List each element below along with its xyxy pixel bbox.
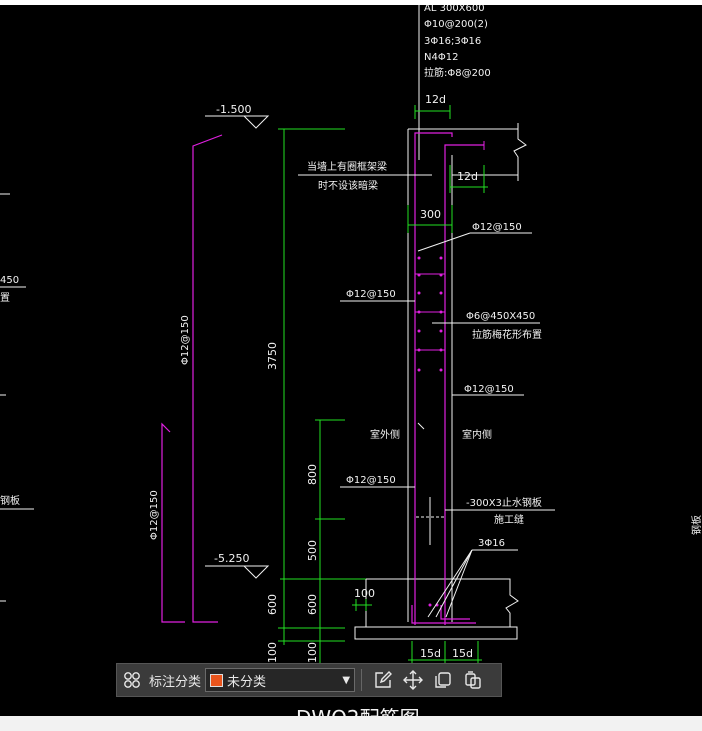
cad-drawing-canvas[interactable]: AL 300X600 Φ10@200(2) 3Φ16;3Φ16 N4Φ12 拉筋… xyxy=(0,5,702,716)
annotation-category-label: 标注分类 xyxy=(149,674,202,690)
paste-icon[interactable] xyxy=(458,665,488,695)
toolbar-divider xyxy=(361,669,363,691)
elevation-bottom: -5.250 xyxy=(214,552,249,565)
dim-600-a: 600 xyxy=(266,594,279,615)
annotation-category-select[interactable]: 未分类 ▼ xyxy=(205,668,356,692)
dim-100-a: 100 xyxy=(266,642,279,663)
annotation-toolbar: 标注分类 未分类 ▼ xyxy=(116,663,502,697)
rebar-left-2: Φ12@150 xyxy=(346,475,396,486)
rebar-right-2: Φ12@150 xyxy=(464,384,514,395)
rebar-left-1: Φ12@150 xyxy=(346,289,396,300)
dim-15d-b: 15d xyxy=(452,647,473,660)
dim-600-b: 600 xyxy=(306,594,319,615)
edge-left-3: 置 xyxy=(0,292,10,304)
grid-icon[interactable] xyxy=(117,665,147,695)
tie-spec: Φ6@450X450 xyxy=(466,311,535,322)
note-line-3: 3Φ16;3Φ16 xyxy=(424,36,481,47)
note-line-5: 拉筋:Φ8@200 xyxy=(424,66,491,79)
dim-15d-a: 15d xyxy=(420,647,441,660)
elevation-top: -1.500 xyxy=(216,103,251,116)
dim-300: 300 xyxy=(420,208,441,221)
edge-right: 钢板 xyxy=(690,515,702,535)
note-beam-line-1: 当墙上有圈框架梁 xyxy=(307,160,387,173)
move-icon[interactable] xyxy=(398,665,428,695)
dim-800: 800 xyxy=(306,464,319,485)
dim-100-c: 100 xyxy=(354,587,375,600)
edge-left-2: 钢板 xyxy=(0,494,20,507)
waterstop-label: -300X3止水钢板 xyxy=(466,496,542,509)
edge-left-1: 450 xyxy=(0,275,19,286)
category-color-swatch xyxy=(210,673,224,687)
dim-3750: 3750 xyxy=(266,342,279,370)
bottom-bars-label: 3Φ16 xyxy=(478,538,505,549)
bottom-strip xyxy=(0,716,702,731)
dim-12d-top: 12d xyxy=(425,93,446,106)
category-select-value: 未分类 xyxy=(227,674,267,690)
dim-500: 500 xyxy=(306,540,319,561)
edit-icon[interactable] xyxy=(368,665,398,695)
chevron-down-icon: ▼ xyxy=(342,674,351,686)
dim-100-b: 100 xyxy=(306,642,319,663)
left-vert-rebar-2: Φ12@150 xyxy=(149,490,160,540)
note-beam-line-2: 时不设该暗梁 xyxy=(318,179,378,192)
note-line-1: AL 300X600 xyxy=(424,5,485,14)
left-vert-rebar-1: Φ12@150 xyxy=(180,315,191,365)
rebar-right-1: Φ12@150 xyxy=(472,222,522,233)
cad-drawing: AL 300X600 Φ10@200(2) 3Φ16;3Φ16 N4Φ12 拉筋… xyxy=(0,5,702,716)
dim-12d-mid: 12d xyxy=(457,170,478,183)
outside-label: 室外侧 xyxy=(370,428,400,441)
drawing-title: DWQ2配筋图 xyxy=(296,706,420,716)
construction-joint-label: 施工缝 xyxy=(494,513,524,526)
copy-icon[interactable] xyxy=(428,665,458,695)
inside-label: 室内侧 xyxy=(462,428,492,441)
note-line-4: N4Φ12 xyxy=(424,52,458,63)
tie-note: 拉筋梅花形布置 xyxy=(472,328,542,341)
note-line-2: Φ10@200(2) xyxy=(424,19,488,30)
